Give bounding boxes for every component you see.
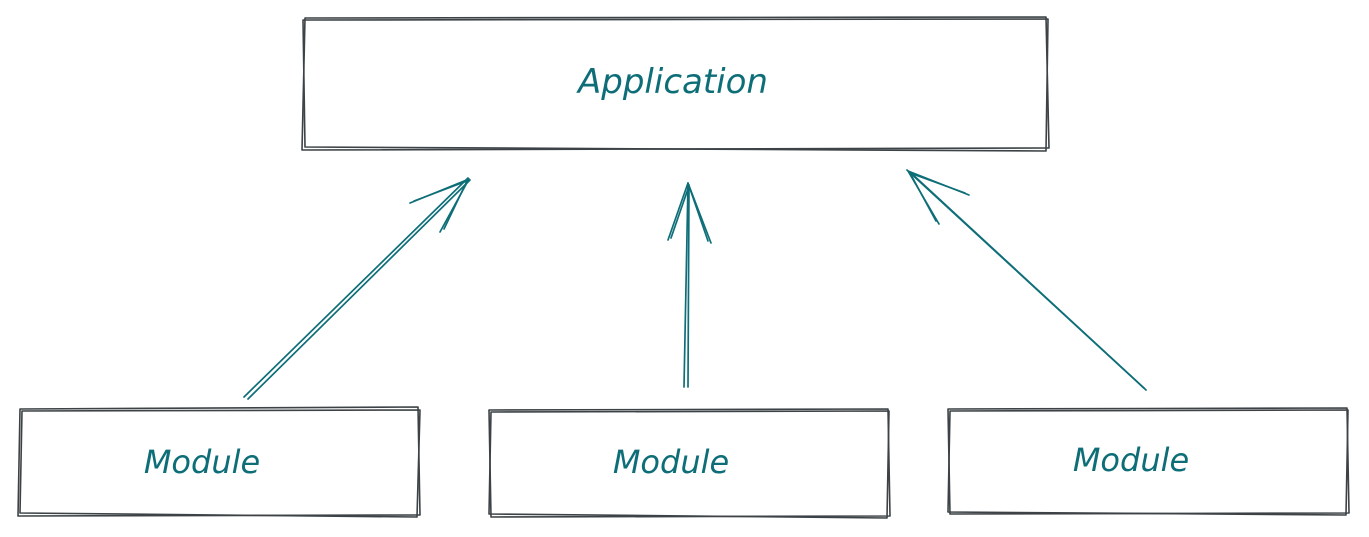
module-box-2[interactable]: Module <box>488 408 891 519</box>
module-label-2: Module <box>613 443 729 481</box>
arrow-module-3-to-application <box>906 169 1147 391</box>
application-box[interactable]: Application <box>301 16 1050 152</box>
module-label-3: Module <box>1073 441 1189 479</box>
module-box-1[interactable]: Module <box>17 406 421 518</box>
module-label-1: Module <box>144 443 260 481</box>
arrow-module-2-to-application <box>667 182 712 388</box>
module-box-3[interactable]: Module <box>947 407 1350 516</box>
arrow-module-1-to-application <box>243 177 471 400</box>
application-label: Application <box>576 62 768 102</box>
